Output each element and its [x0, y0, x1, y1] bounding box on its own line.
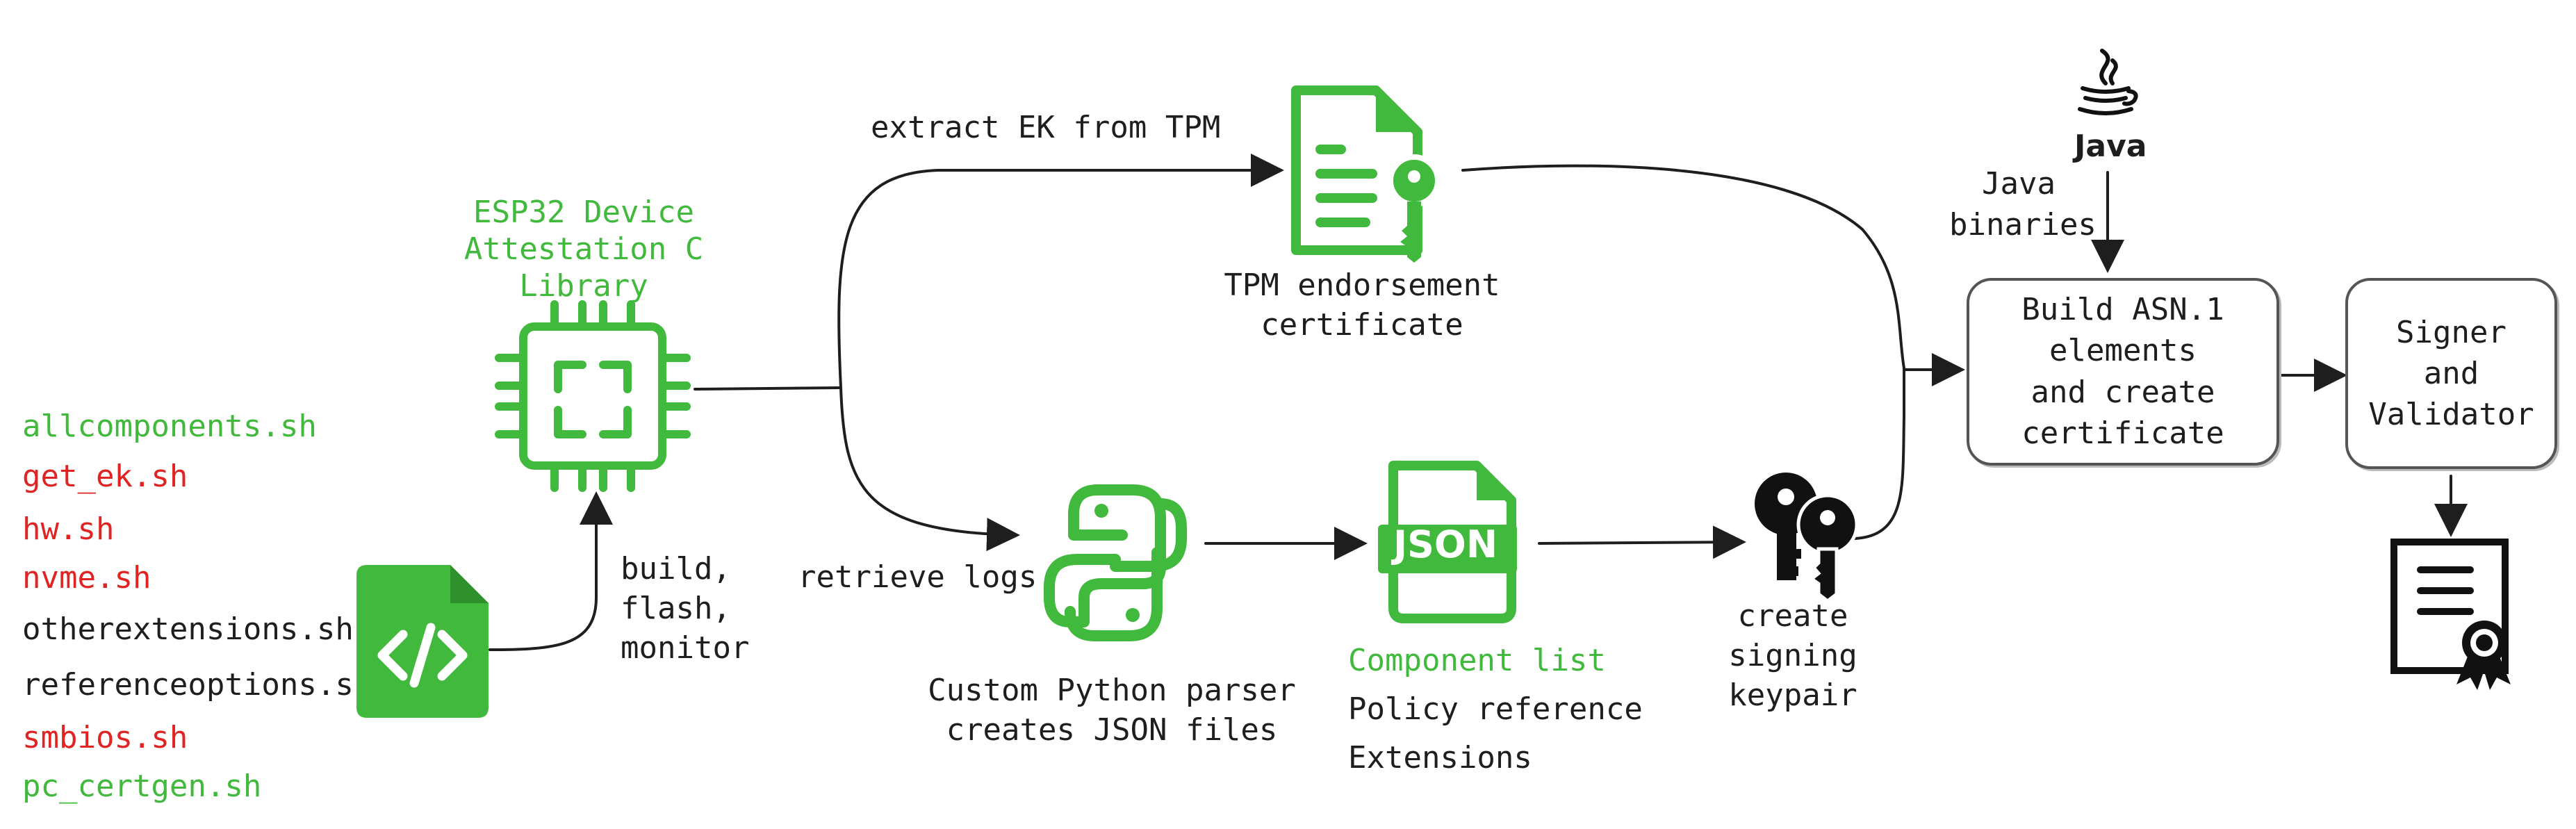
line-keys-to-merge — [1854, 367, 1905, 540]
signer-validator-box: Signer and Validator — [2345, 278, 2557, 469]
script-item: pc_certgen.sh — [22, 769, 262, 804]
certificate-ribbon-icon — [2390, 539, 2511, 690]
script-item: get_ek.sh — [22, 459, 188, 494]
tpm-cert-label: TPM endorsement certificate — [1224, 268, 1500, 343]
java-binaries-label: Java binaries — [1949, 166, 2097, 243]
line-tpm-to-merge — [1461, 164, 1905, 370]
line-chip-out — [694, 386, 842, 391]
chip-icon — [495, 300, 691, 492]
arrow-json-to-keys — [1538, 525, 1746, 559]
signing-keypair-label: create signing keypair — [1728, 598, 1857, 714]
script-item: smbios.sh — [22, 720, 188, 755]
extensions-label: Extensions — [1348, 740, 1532, 775]
script-item: nvme.sh — [22, 560, 151, 596]
json-file-icon — [1378, 461, 1517, 623]
arrow-to-tpm — [837, 154, 1284, 389]
library-label: ESP32 Device Attestation C Library — [463, 195, 704, 304]
build-asn1-box: Build ASN.1 elements and create certific… — [1967, 278, 2279, 466]
build-flash-monitor-label: build, flash, monitor — [621, 551, 750, 666]
java-logo-icon — [2078, 49, 2138, 115]
build-asn1-label: Build ASN.1 elements and create certific… — [2021, 292, 2224, 452]
python-logo-icon — [1044, 484, 1187, 641]
policy-reference-label: Policy reference — [1348, 691, 1643, 727]
json-badge-text: JSON — [1393, 523, 1498, 566]
java-logo-text: Java — [2074, 129, 2147, 164]
script-item: allcomponents.sh — [22, 409, 317, 444]
script-item: referenceoptions.sh — [22, 667, 372, 703]
keys-icon — [1755, 473, 1859, 601]
code-file-icon — [356, 565, 489, 718]
script-item: hw.sh — [22, 511, 115, 547]
arrow-code-to-chip — [489, 491, 613, 651]
component-list-label: Component list — [1348, 643, 1606, 678]
signer-validator-label: Signer and Validator — [2368, 314, 2534, 433]
certificate-key-icon — [1291, 85, 1441, 263]
extract-ek-label: extract EK from TPM — [871, 110, 1221, 145]
python-parser-label: Custom Python parser creates JSON files — [928, 673, 1296, 748]
script-item: otherextensions.sh — [22, 612, 354, 647]
arrow-to-python — [839, 386, 1020, 552]
retrieve-logs-label: retrieve logs — [798, 559, 1037, 595]
